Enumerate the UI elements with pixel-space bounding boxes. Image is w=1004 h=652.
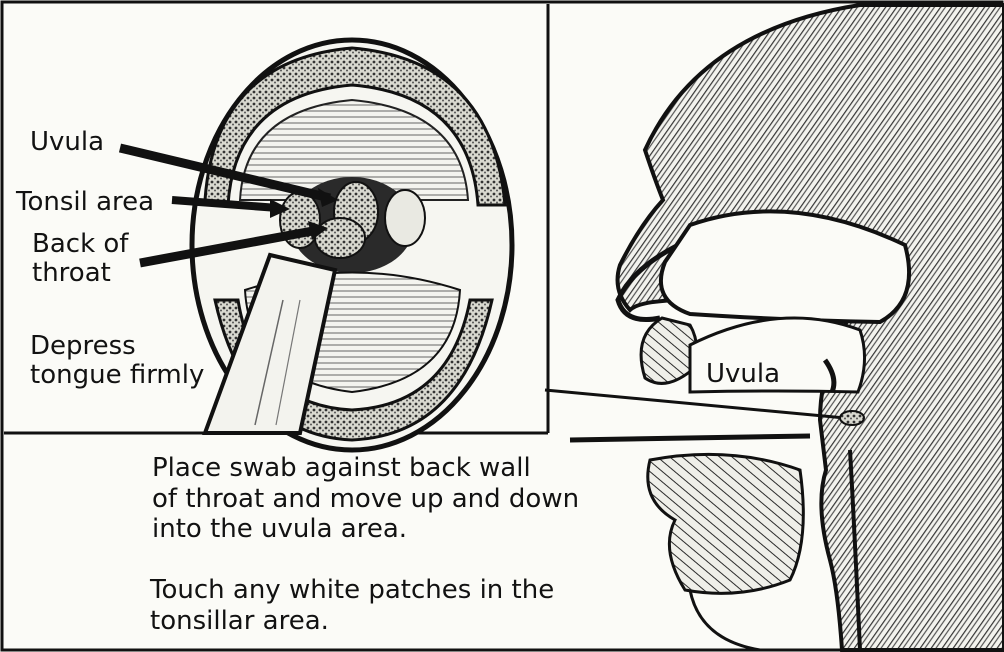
swab-tip (315, 218, 365, 258)
label-back-of-throat: Back of throat (32, 230, 128, 288)
label-depress-tongue: Depress tongue firmly (30, 332, 204, 390)
tongue-depressor-side (570, 436, 810, 440)
tonsil-right (385, 190, 425, 246)
label-depress-line2: tongue firmly (30, 361, 204, 390)
instruction-swab-line2: of throat and move up and down (152, 484, 579, 515)
instruction-swab-line1: Place swab against back wall (152, 453, 579, 484)
label-depress-line1: Depress (30, 332, 204, 361)
label-uvula-side: Uvula (706, 360, 780, 389)
instruction-patches: Touch any white patches in the tonsillar… (150, 575, 554, 636)
swab-stick (545, 390, 845, 418)
label-uvula: Uvula (30, 128, 104, 157)
instruction-patches-line1: Touch any white patches in the (150, 575, 554, 606)
swab-tip-side (840, 411, 864, 425)
label-back-line1: Back of (32, 230, 128, 259)
upper-lip (641, 318, 696, 383)
instruction-swab-line3: into the uvula area. (152, 514, 579, 545)
instruction-swab: Place swab against back wall of throat a… (152, 453, 579, 545)
label-tonsil-area: Tonsil area (16, 188, 154, 217)
side-view-head (545, 5, 1004, 650)
label-back-line2: throat (32, 259, 128, 288)
instruction-patches-line2: tonsillar area. (150, 606, 554, 637)
lower-jaw (648, 454, 804, 593)
